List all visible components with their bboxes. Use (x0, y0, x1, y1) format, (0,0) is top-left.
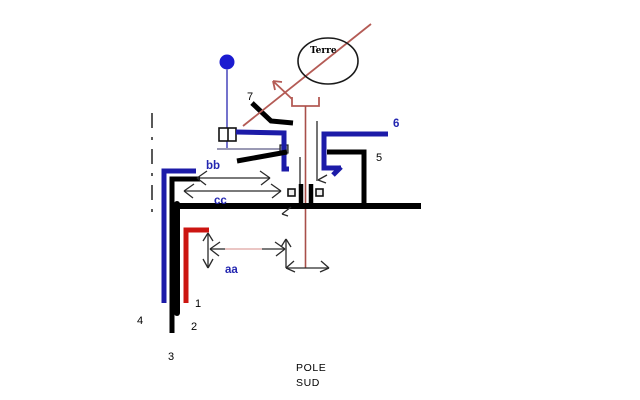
wire-7 (250, 101, 294, 126)
wire-5-label: 5 (376, 152, 382, 164)
left-black-element (236, 149, 288, 164)
wire-3-label: 3 (168, 351, 174, 363)
earth-label: Terre (310, 46, 337, 56)
wire-6-label: 6 (393, 118, 399, 130)
pole-sud-label-line1: POLE (296, 362, 326, 374)
center-bottom-marker (280, 238, 330, 273)
wire-2-label: 2 (191, 321, 197, 333)
insulator-left (287, 188, 296, 197)
wire-4-label: 4 (137, 315, 143, 327)
earth-diagonal-line (242, 23, 372, 127)
dim-bb-label: bb (206, 160, 220, 172)
dim-aa-label: aa (225, 264, 238, 276)
wire-6 (321, 131, 388, 171)
wire-3 (169, 176, 200, 333)
earth-circle (297, 37, 359, 85)
boom-tick (281, 206, 292, 217)
insulator-right (315, 188, 324, 197)
antenna-ball (219, 54, 235, 70)
wire-1 (183, 227, 209, 303)
mast-bracket (291, 97, 320, 107)
red-arrow (272, 80, 293, 100)
dim-aa (202, 232, 286, 269)
pole-sud-label-line2: SUD (296, 377, 320, 389)
wire-7-label: 7 (247, 91, 253, 103)
right-stub-tick (317, 174, 328, 184)
wire-4 (161, 168, 196, 303)
wire-5 (327, 149, 367, 206)
dim-cc-label: cc (214, 195, 227, 207)
wire-6-hook (331, 165, 343, 177)
wire-1-label: 1 (195, 298, 201, 310)
dim-bb (196, 170, 271, 186)
dim-cc (183, 183, 282, 199)
